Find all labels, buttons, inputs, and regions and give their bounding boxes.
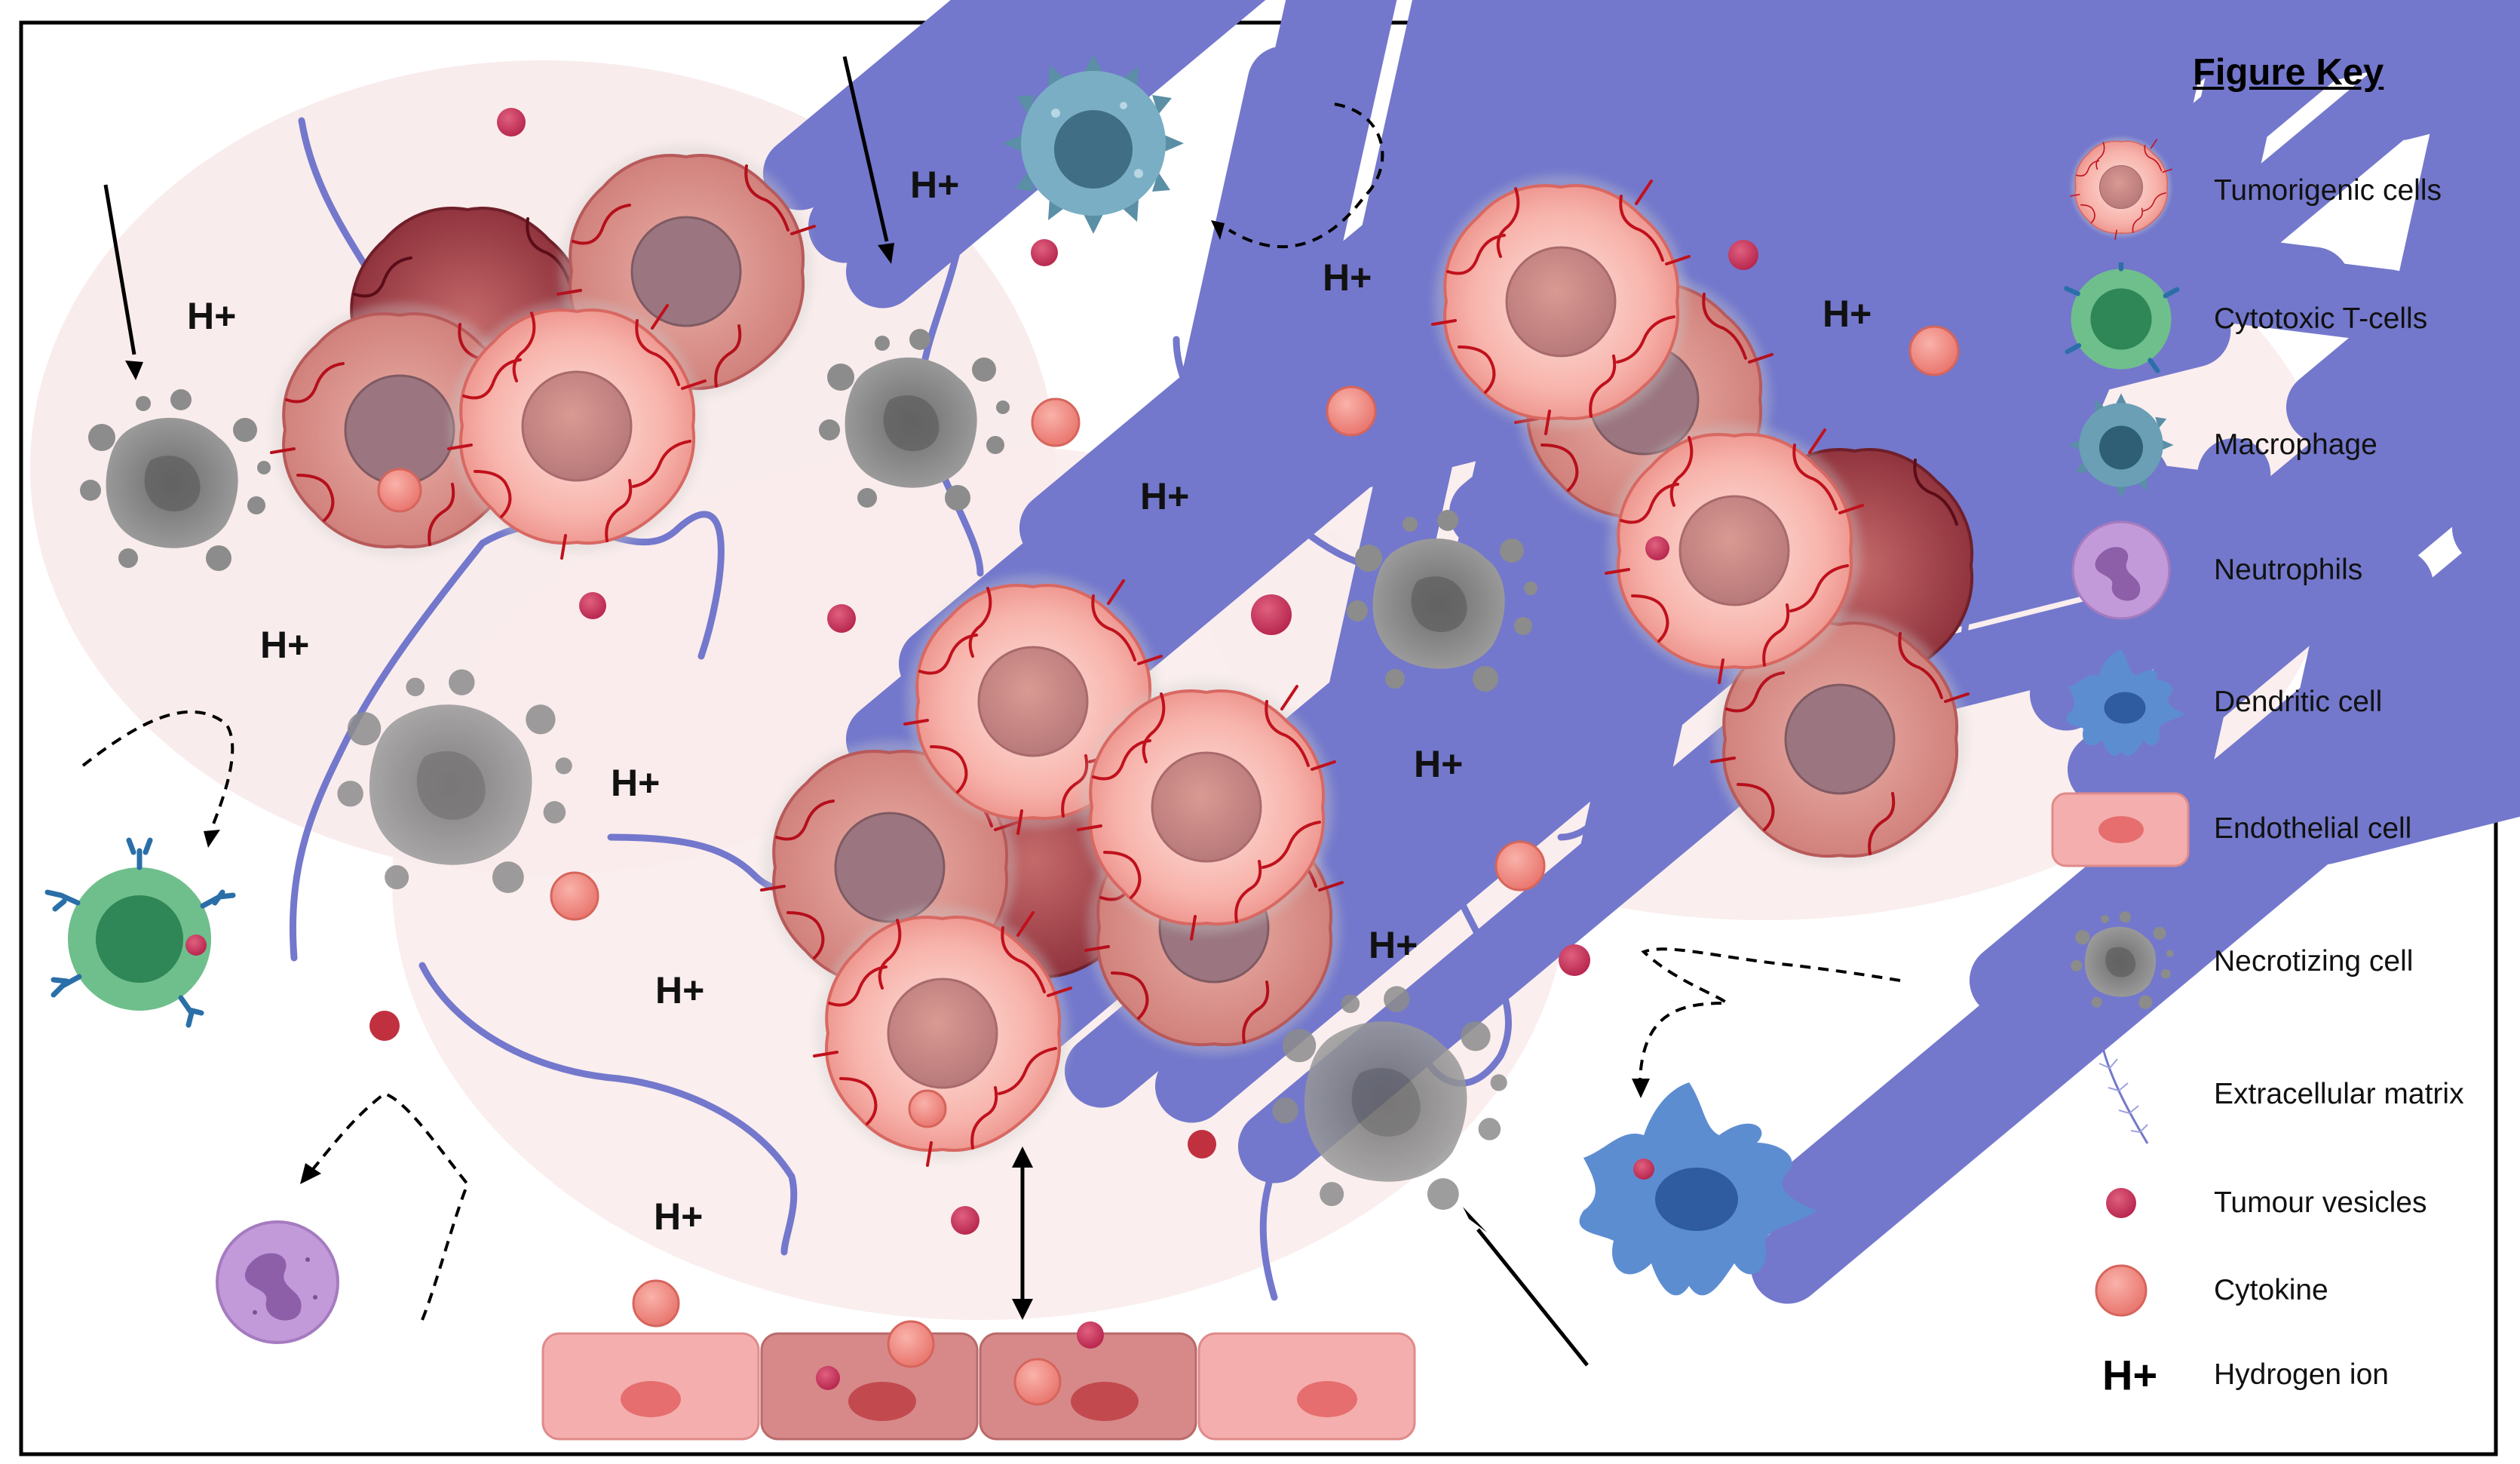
cytokines (377, 325, 1960, 1406)
key-item-endothelial-cell: Endothelial cell (2049, 772, 2502, 885)
necrotizing-cell-icon (2071, 911, 2174, 1009)
neutrophil-icon (2071, 520, 2171, 620)
tumor-cell-icon (2049, 134, 2193, 247)
key-item-necrotizing-cell: Necrotizing cell (2049, 905, 2502, 1018)
key-label: Extracellular matrix (2214, 1078, 2464, 1110)
arrow (103, 184, 136, 355)
key-label: Cytotoxic T-cells (2214, 302, 2428, 335)
key-label: Tumorigenic cells (2214, 174, 2442, 207)
hydrogen-ion-label: H+ (1369, 924, 1418, 966)
dendritic-cell-icon (2066, 649, 2185, 757)
hydrogen-ion-label: H+ (1823, 293, 1872, 335)
cytokine (550, 871, 599, 921)
figure-key-title: Figure Key (2193, 52, 2384, 93)
tumour-vesicle (1188, 1130, 1216, 1159)
key-label: Cytokine (2214, 1274, 2328, 1306)
dashed-path (81, 710, 235, 830)
hydrogen-ion-label: H+ (910, 164, 959, 206)
dendritic-cell (1579, 1082, 1817, 1296)
key-item-hydrogen-ion: H+ Hydrogen ion (2049, 1318, 2502, 1432)
hydrogen-ion-label: H+ (654, 1195, 703, 1238)
tumour-vesicles (369, 108, 1758, 1390)
key-item-tumorigenic-cells: Tumorigenic cells (2049, 134, 2502, 247)
tumour-vesicle (1077, 1321, 1104, 1349)
hydrogen-ions: H+ H+ H+ H+ H+ H+ H+ H+ H+ H+ H+ (187, 164, 1872, 1238)
cytokine (1326, 385, 1377, 437)
dashed-migration-paths (81, 103, 1901, 1321)
cytokine-icon (2095, 1264, 2148, 1317)
cytokine (887, 1320, 935, 1368)
hydrogen-ion-label: H+ (655, 969, 704, 1011)
cytokine (908, 1089, 947, 1128)
key-label: Neutrophils (2214, 554, 2363, 586)
tumour-vesicle (369, 1011, 400, 1041)
dashed-path (1228, 103, 1384, 248)
hydrogen-ion-label: H+ (187, 295, 236, 337)
tumour-vesicle (1251, 594, 1292, 635)
endothelial-cell-icon (2051, 792, 2190, 867)
ecm-fiber (1259, 1128, 1293, 1301)
dashed-path (311, 1091, 470, 1321)
key-label: Necrotizing cell (2214, 945, 2414, 978)
cytokine (1013, 1358, 1062, 1406)
arrow (842, 56, 889, 242)
hydrogen-ion-label: H+ (1140, 475, 1189, 517)
vesicle-icon (2106, 1188, 2136, 1218)
key-label: Macrophage (2214, 428, 2377, 461)
tumour-vesicle (579, 592, 606, 619)
hydrogen-ion-symbol: H+ (2102, 1351, 2158, 1399)
cytokine (1031, 397, 1081, 447)
macrophage-icon (2068, 393, 2174, 498)
tumour-vesicle (497, 108, 526, 137)
dashed-arrowheads (204, 220, 1650, 1184)
key-item-cytotoxic-t-cells: Cytotoxic T-cells (2049, 262, 2502, 376)
key-item-macrophage: Macrophage (2049, 388, 2502, 502)
key-label: Hydrogen ion (2214, 1358, 2389, 1391)
key-label: Dendritic cell (2214, 686, 2383, 718)
hydrogen-ion-label: H+ (611, 762, 660, 804)
dashed-path (1639, 947, 1901, 1079)
key-item-tumour-vesicles: Tumour vesicles (2049, 1146, 2502, 1260)
arrows (103, 56, 1589, 1367)
figure-key: Figure Key Tumorigenic cells Cytotoxic T… (2049, 44, 2502, 1447)
neutrophil (216, 1220, 339, 1344)
tumour-vesicle (951, 1206, 979, 1235)
key-item-neutrophils: Neutrophils (2049, 514, 2502, 627)
ecm-fiber (418, 962, 798, 1256)
cytotoxic-t-cell (44, 837, 236, 1028)
tumour-vesicle (827, 604, 856, 633)
hydrogen-ion-label: H+ (1323, 256, 1372, 299)
key-item-dendritic-cell: Dendritic cell (2049, 646, 2502, 759)
key-item-cytokine: Cytokine (2049, 1234, 2502, 1347)
ecm-fiber-icon (2098, 1045, 2149, 1144)
tumour-vesicle (1728, 240, 1758, 270)
tumour-vesicle (1645, 536, 1669, 560)
cytokine (1908, 325, 1960, 376)
cytokine (632, 1279, 680, 1327)
key-label: Endothelial cell (2214, 812, 2412, 845)
tumour-vesicle (1559, 944, 1590, 976)
t-cell-icon (2064, 262, 2180, 373)
cytokine (377, 468, 422, 513)
hydrogen-ion-label: H+ (260, 624, 309, 666)
key-item-extracellular-matrix: Extracellular matrix (2049, 1038, 2502, 1151)
tumour-vesicle (816, 1366, 840, 1390)
macrophage (1003, 54, 1184, 234)
arrow (1476, 1228, 1589, 1367)
hydrogen-ion-label: H+ (1414, 743, 1463, 785)
cytokine (1495, 840, 1546, 892)
ecm-fiber (289, 539, 486, 962)
tumour-vesicle (1031, 239, 1058, 266)
arrowheads (125, 243, 1487, 1320)
key-label: Tumour vesicles (2214, 1186, 2427, 1219)
